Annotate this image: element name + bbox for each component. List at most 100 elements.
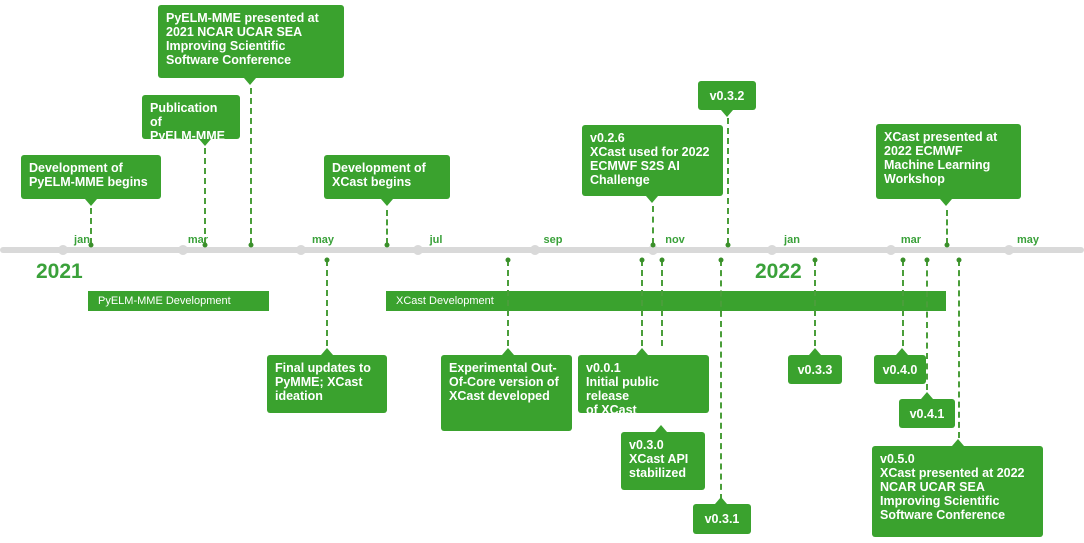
event-dot [639,257,645,263]
axis-node [530,245,540,255]
event-v040: v0.4.0 [874,355,926,384]
event-text: stabilized [629,466,686,480]
month-label: may [1016,234,1040,246]
event-xcast-development-begins: Development of XCast begins [324,155,450,199]
event-pyelm-ncar-2021: PyELM-MME presented at 2021 NCAR UCAR SE… [158,5,344,78]
event-text: Machine Learning [884,158,991,172]
event-text: XCast used for 2022 [590,145,710,159]
event-text: PyMME; XCast [275,375,363,389]
event-text: XCast begins [332,175,412,189]
month-label: nov [665,234,685,246]
event-dot [659,257,665,263]
connector-line [814,260,816,346]
event-text: v0.3.0 [629,438,664,452]
connector-line [250,88,252,244]
event-text: PyELM-MME begins [29,175,148,189]
event-text: XCast API [629,452,689,466]
axis-node [178,245,188,255]
axis-node [767,245,777,255]
event-text: of XCast [586,403,637,417]
connector-line [507,260,509,346]
event-v030-api-stabilized: v0.3.0 XCast API stabilized [621,432,705,490]
event-dot [725,242,731,248]
event-text: Workshop [884,172,945,186]
event-v041: v0.4.1 [899,399,955,428]
event-text: Development of [29,161,123,175]
axis-node [886,245,896,255]
event-publication-pyelm-mme: Publication of PyELM-MME [142,95,240,143]
event-text: Initial public release [586,375,659,403]
axis-node [648,245,658,255]
event-text: Challenge [590,173,650,187]
connector-line [902,260,904,346]
event-dot [505,257,511,263]
connector-line [90,208,92,244]
event-text: Development of [332,161,426,175]
event-text: PyELM-MME presented at [166,11,319,25]
year-label-2021: 2021 [36,260,83,283]
axis-node [1004,245,1014,255]
event-text: Software Conference [880,508,1006,522]
event-text: 2021 NCAR UCAR SEA [166,25,303,39]
event-text: v0.5.0 [880,452,915,466]
event-text: ideation [275,389,323,403]
event-text: XCast developed [449,389,550,403]
connector-line [386,210,388,244]
event-text: Publication of [150,101,218,129]
axis-node [296,245,306,255]
month-label: may [311,234,335,246]
event-text: NCAR UCAR SEA [880,480,985,494]
connector-line [661,260,663,346]
connector-line [926,260,928,390]
event-text: Experimental Out- [449,361,557,375]
month-label: jan [784,234,800,246]
month-label: jan [74,234,90,246]
event-dot [88,242,94,248]
event-v031: v0.3.1 [693,504,751,534]
xcast-development-bar: XCast Development [386,291,946,311]
event-text: Improving Scientific [880,494,1000,508]
connector-line [326,260,328,346]
connector-line [946,210,948,244]
event-v050-ncar-2022: v0.5.0 XCast presented at 2022 NCAR UCAR… [872,446,1043,537]
event-dot [956,257,962,263]
event-dot [650,242,656,248]
event-text: ECMWF S2S AI [590,159,680,173]
event-dot [248,242,254,248]
event-text: Of-Core version of [449,375,559,389]
connector-line [958,260,960,438]
pyelm-development-bar: PyELM-MME Development [88,291,269,311]
event-dot [202,242,208,248]
axis-node [58,245,68,255]
event-text: v0.0.1 [586,361,621,375]
connector-line [727,118,729,244]
event-text: PyELM-MME [150,129,225,143]
connector-line [652,206,654,244]
event-final-updates-pymme: Final updates to PyMME; XCast ideation [267,355,387,413]
connector-line [641,260,643,346]
event-v033: v0.3.3 [788,355,842,384]
event-dot [900,257,906,263]
connector-line [720,260,722,500]
month-label: sep [543,234,563,246]
event-text: Final updates to [275,361,371,375]
event-text: XCast presented at 2022 [880,466,1025,480]
month-label: jul [429,234,443,246]
month-label: mar [900,234,922,246]
event-ecmwf-ml-workshop: XCast presented at 2022 ECMWF Machine Le… [876,124,1021,199]
event-text: Improving Scientific [166,39,286,53]
event-dot [384,242,390,248]
connector-line [204,148,206,244]
event-dot [324,257,330,263]
event-dot [812,257,818,263]
event-dot [944,242,950,248]
event-out-of-core-version: Experimental Out- Of-Core version of XCa… [441,355,572,431]
event-text: v0.2.6 [590,131,625,145]
timeline-axis [0,247,1084,253]
event-dot [718,257,724,263]
year-label-2022: 2022 [755,260,802,283]
event-v026-s2s-challenge: v0.2.6 XCast used for 2022 ECMWF S2S AI … [582,125,723,196]
event-text: 2022 ECMWF [884,144,963,158]
event-dot [924,257,930,263]
axis-node [413,245,423,255]
